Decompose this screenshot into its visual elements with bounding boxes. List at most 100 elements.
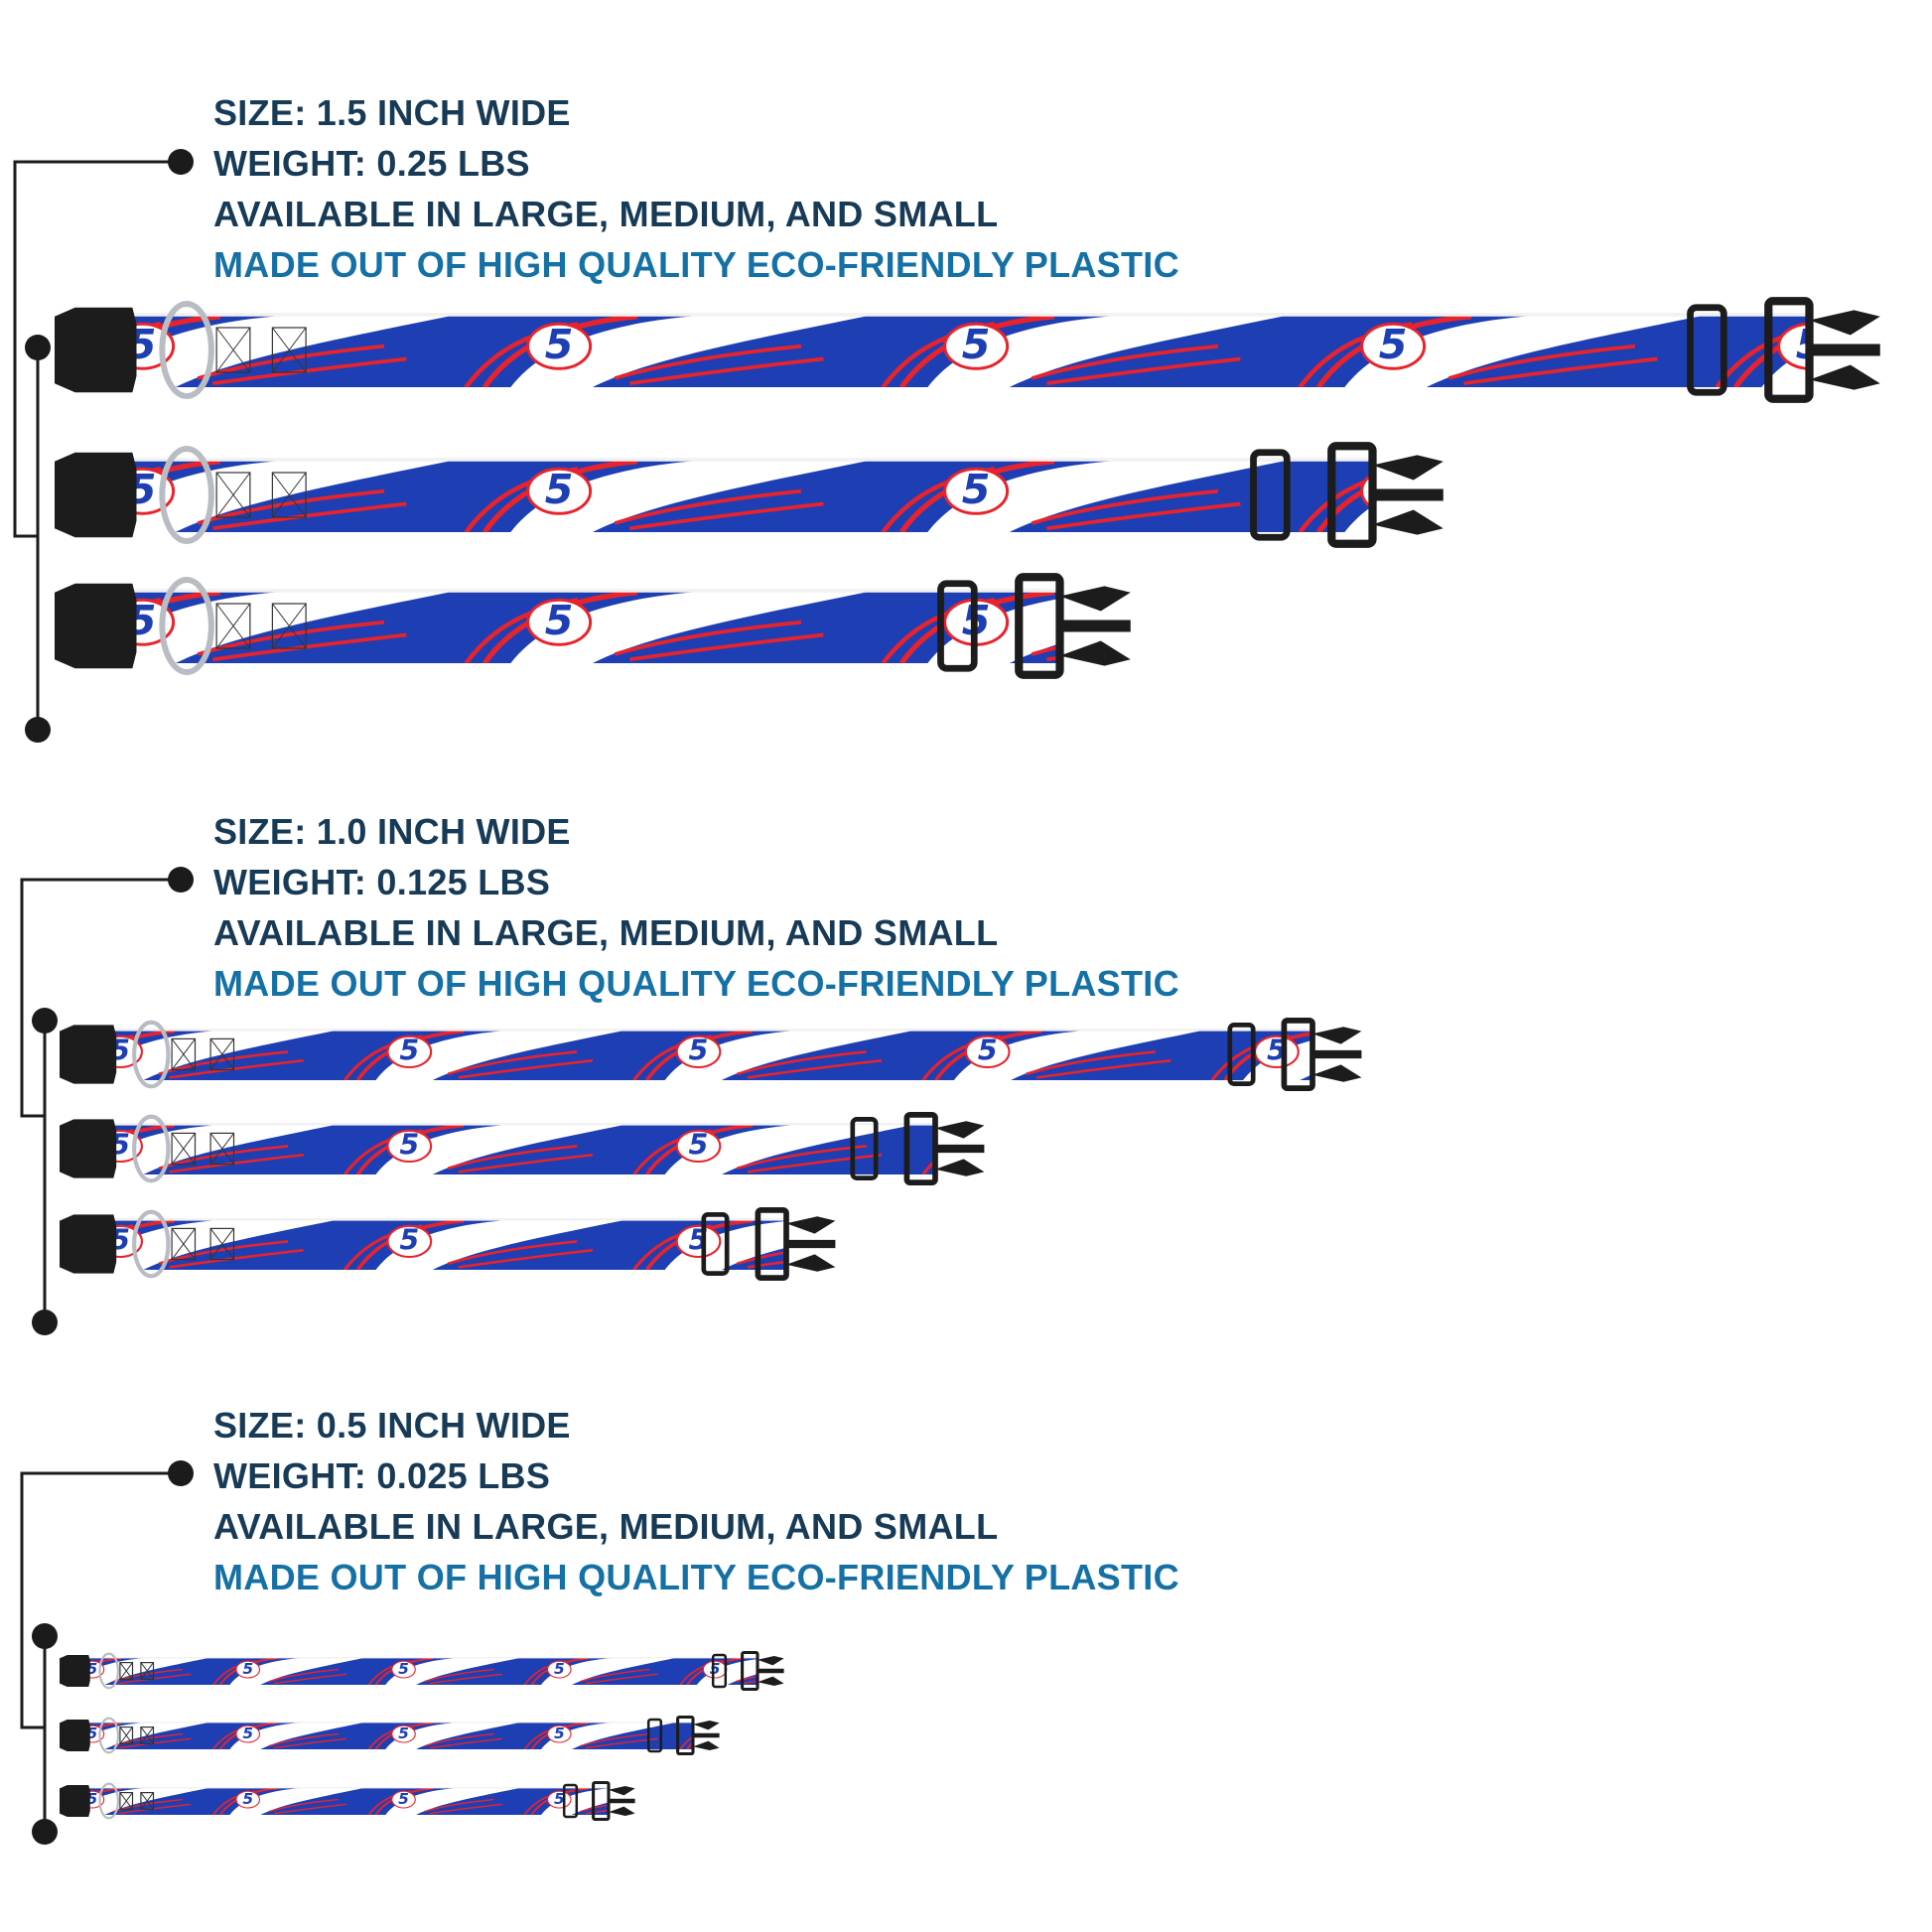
logo-badge [386, 1129, 433, 1164]
strap-swoosh: 5 [344, 1029, 634, 1080]
stitch-box [171, 1132, 197, 1166]
logo-badge [675, 1224, 722, 1259]
logo-number: 5 [1379, 320, 1408, 367]
stitch-box [140, 1662, 155, 1680]
logo-badge [386, 1224, 433, 1259]
strap-swoosh: 5 [1298, 312, 1718, 387]
logo-number: 5 [242, 1790, 253, 1808]
logo-badge [391, 1790, 416, 1809]
strap-swoosh: 5 [881, 312, 1301, 387]
logo-badge [235, 1790, 261, 1809]
logo-number: 5 [545, 465, 574, 512]
strap-swoosh: 5 [881, 457, 1301, 532]
female-buckle [55, 307, 137, 392]
stitch-box [140, 1726, 155, 1744]
strap-swoosh: 5 [212, 1657, 369, 1685]
spec-block: SIZE: 1.5 INCH WIDE WEIGHT: 0.25 LBS AVA… [213, 87, 1179, 290]
male-buckle [1059, 585, 1131, 666]
spec-block: SIZE: 1.0 INCH WIDE WEIGHT: 0.125 LBS AV… [213, 806, 1179, 1009]
female-buckle [60, 1119, 117, 1178]
logo-badge [1360, 322, 1427, 370]
connector-dot [168, 867, 194, 893]
d-ring [159, 576, 214, 675]
stitch-box [271, 326, 307, 373]
connector-dot [168, 149, 194, 175]
male-buckle [786, 1216, 836, 1272]
stitch-box [209, 1132, 235, 1166]
male-buckle [1372, 454, 1444, 535]
female-buckle [60, 1720, 90, 1751]
logo-badge [391, 1725, 416, 1743]
logo-number: 5 [545, 320, 574, 367]
male-buckle [1809, 309, 1880, 390]
logo-number: 5 [554, 1660, 565, 1678]
logo-number: 5 [87, 1790, 98, 1808]
logo-number: 5 [554, 1790, 565, 1808]
strap-swoosh: 5 [367, 1787, 525, 1815]
availability-label: AVAILABLE IN LARGE, MEDIUM, AND SMALL [213, 194, 999, 234]
slider-bar [1227, 1023, 1256, 1086]
d-ring [98, 1782, 120, 1820]
logo-number: 5 [962, 320, 991, 367]
logo-badge [546, 1660, 572, 1679]
bracket-connector [13, 149, 194, 743]
logo-number: 5 [399, 1223, 419, 1257]
connector-dot [25, 717, 51, 743]
female-buckle [60, 1214, 117, 1274]
strap-swoosh: 5 [464, 312, 884, 387]
size-label: SIZE: 1.0 INCH WIDE [213, 811, 571, 852]
strap-swoosh: 5 [464, 588, 884, 663]
logo-badge [964, 1035, 1011, 1069]
slider-bar [937, 579, 978, 672]
strap-swoosh: 5 [632, 1123, 923, 1174]
weight-label: WEIGHT: 0.025 LBS [213, 1455, 551, 1496]
logo-number: 5 [710, 1660, 721, 1678]
slider-bar [1687, 303, 1727, 396]
logo-number: 5 [398, 1725, 409, 1742]
connector-dot [32, 1008, 58, 1034]
slider-bar [701, 1212, 730, 1276]
male-buckle [1312, 1027, 1362, 1082]
d-ring [132, 1209, 171, 1279]
logo-number: 5 [962, 465, 991, 512]
connector-dot [168, 1460, 194, 1486]
logo-badge [675, 1129, 722, 1164]
weight-label: WEIGHT: 0.25 LBS [213, 143, 530, 184]
stitch-box [171, 1037, 197, 1071]
logo-badge [546, 1725, 572, 1743]
material-label: MADE OUT OF HIGH QUALITY ECO-FRIENDLY PL… [213, 963, 1179, 1004]
slider-bar [1250, 448, 1291, 541]
d-ring [159, 300, 214, 399]
male-buckle [758, 1656, 784, 1686]
logo-number: 5 [399, 1128, 419, 1162]
logo-badge [675, 1035, 722, 1069]
logo-badge [943, 467, 1010, 515]
logo-number: 5 [242, 1725, 253, 1742]
logo-number: 5 [398, 1660, 409, 1678]
logo-number: 5 [399, 1034, 419, 1067]
strap-swoosh: 5 [367, 1722, 525, 1749]
logo-badge [526, 598, 593, 646]
strap-swoosh: 5 [632, 1029, 923, 1080]
stitch-box [271, 471, 307, 518]
female-buckle [60, 1025, 117, 1084]
male-buckle [609, 1786, 635, 1816]
logo-badge [391, 1660, 416, 1679]
strap-swoosh: 5 [523, 1722, 681, 1749]
material-label: MADE OUT OF HIGH QUALITY ECO-FRIENDLY PL… [213, 244, 1179, 285]
stitch-box [119, 1792, 134, 1810]
material-label: MADE OUT OF HIGH QUALITY ECO-FRIENDLY PL… [213, 1557, 1179, 1597]
logo-number: 5 [545, 596, 574, 643]
strap-swoosh: 5 [464, 457, 884, 532]
logo-number: 5 [87, 1725, 98, 1742]
stitch-box [215, 602, 251, 649]
female-buckle [60, 1655, 90, 1687]
weight-label: WEIGHT: 0.125 LBS [213, 862, 551, 902]
strap-swoosh: 5 [921, 1158, 935, 1174]
male-buckle [935, 1121, 985, 1176]
